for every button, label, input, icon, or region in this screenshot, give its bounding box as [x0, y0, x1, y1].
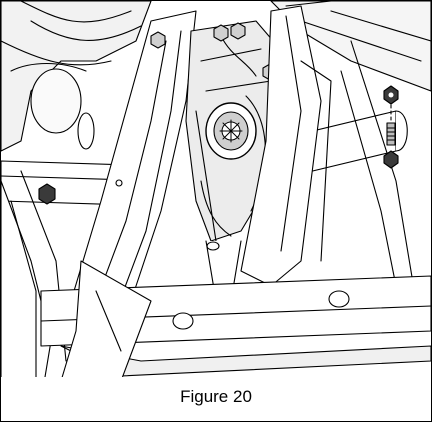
- figure-caption: Figure 20: [1, 377, 431, 421]
- hex-nut-icon: [150, 31, 166, 49]
- engine-housing: [1, 1, 152, 152]
- hex-nut-icon: [230, 22, 246, 40]
- exploded-fastener: [383, 85, 399, 169]
- gear-dial-icon: [219, 119, 243, 143]
- gearbox-top-bolts: [150, 22, 278, 81]
- hex-nut-icon: [383, 85, 399, 105]
- hex-nut-icon: [213, 24, 229, 42]
- right-arm: [240, 5, 417, 302]
- bolt-icon: [386, 122, 396, 146]
- left-cross-bar-bolt: [38, 179, 123, 205]
